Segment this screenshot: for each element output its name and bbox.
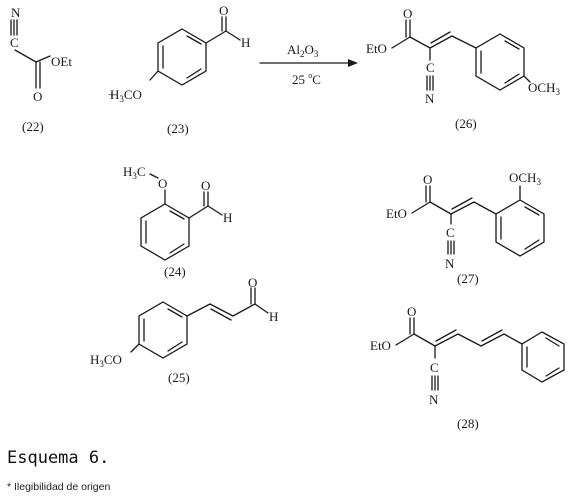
reagent-label: Al2O3 <box>287 42 319 59</box>
condition-label: 25 oC <box>292 71 321 87</box>
compound-26-label: (26) <box>455 116 477 131</box>
c28-carbonyl-o: O <box>407 304 416 319</box>
compound-26: EtO O C N OCH3 (26) <box>366 6 560 131</box>
compound-22: N C OEt O (22) <box>10 5 72 134</box>
c26-ester: EtO <box>366 41 387 56</box>
c27-nitrile-c: C <box>446 225 455 240</box>
compound-24-label: (24) <box>164 264 186 279</box>
c24-ald-h: H <box>223 210 232 225</box>
compound-23-label: (23) <box>167 121 189 136</box>
c23-methoxy: H3CO <box>110 87 142 104</box>
compound-25-label: (25) <box>168 370 190 385</box>
compound-27: EtO O C N OCH3 (27) <box>386 170 545 286</box>
c24-ether-o: O <box>158 176 167 191</box>
c26-carbonyl-o: O <box>403 6 412 21</box>
c22-nitrile-c: C <box>10 35 19 50</box>
compound-28: EtO O C N (28) <box>370 304 565 431</box>
compound-28-label: (28) <box>457 416 479 431</box>
c25-ald-o: O <box>248 275 257 290</box>
compound-25: O H H3CO (25) <box>90 275 278 385</box>
c23-ald-h: H <box>241 35 250 50</box>
c26-nitrile-n: N <box>425 91 435 106</box>
c27-methoxy: OCH3 <box>509 170 541 187</box>
c27-nitrile-n: N <box>445 256 455 271</box>
c22-carbonyl-o: O <box>33 89 42 104</box>
c22-ester: OEt <box>51 54 72 69</box>
c24-ald-o: O <box>201 178 210 193</box>
c28-nitrile-c: C <box>430 360 439 375</box>
c22-nitrile-n: N <box>11 5 21 20</box>
c23-ald-o: O <box>219 3 228 18</box>
scheme-caption: Esquema 6. <box>7 448 110 468</box>
c27-carbonyl-o: O <box>423 172 432 187</box>
c28-nitrile-n: N <box>429 392 439 407</box>
compound-23: O H H3CO (23) <box>110 3 250 136</box>
compound-27-label: (27) <box>457 271 479 286</box>
plus-sign: + <box>108 87 115 102</box>
c25-ald-h: H <box>269 309 278 324</box>
c25-methoxy: H3CO <box>90 352 122 369</box>
c26-nitrile-c: C <box>426 60 435 75</box>
source-note: * Ilegibilidad de origen <box>7 481 111 493</box>
reaction-scheme: N C OEt O (22) + O H H3CO (23) A <box>10 3 565 431</box>
compound-24: H3C O O H (24) <box>123 164 232 279</box>
c27-ester: EtO <box>386 206 407 221</box>
compound-22-label: (22) <box>22 119 44 134</box>
reaction-arrow: Al2O3 25 oC <box>259 42 358 87</box>
c26-methoxy: OCH3 <box>528 80 560 97</box>
c24-methoxy: H3C <box>123 164 146 181</box>
c28-ester: EtO <box>370 338 391 353</box>
